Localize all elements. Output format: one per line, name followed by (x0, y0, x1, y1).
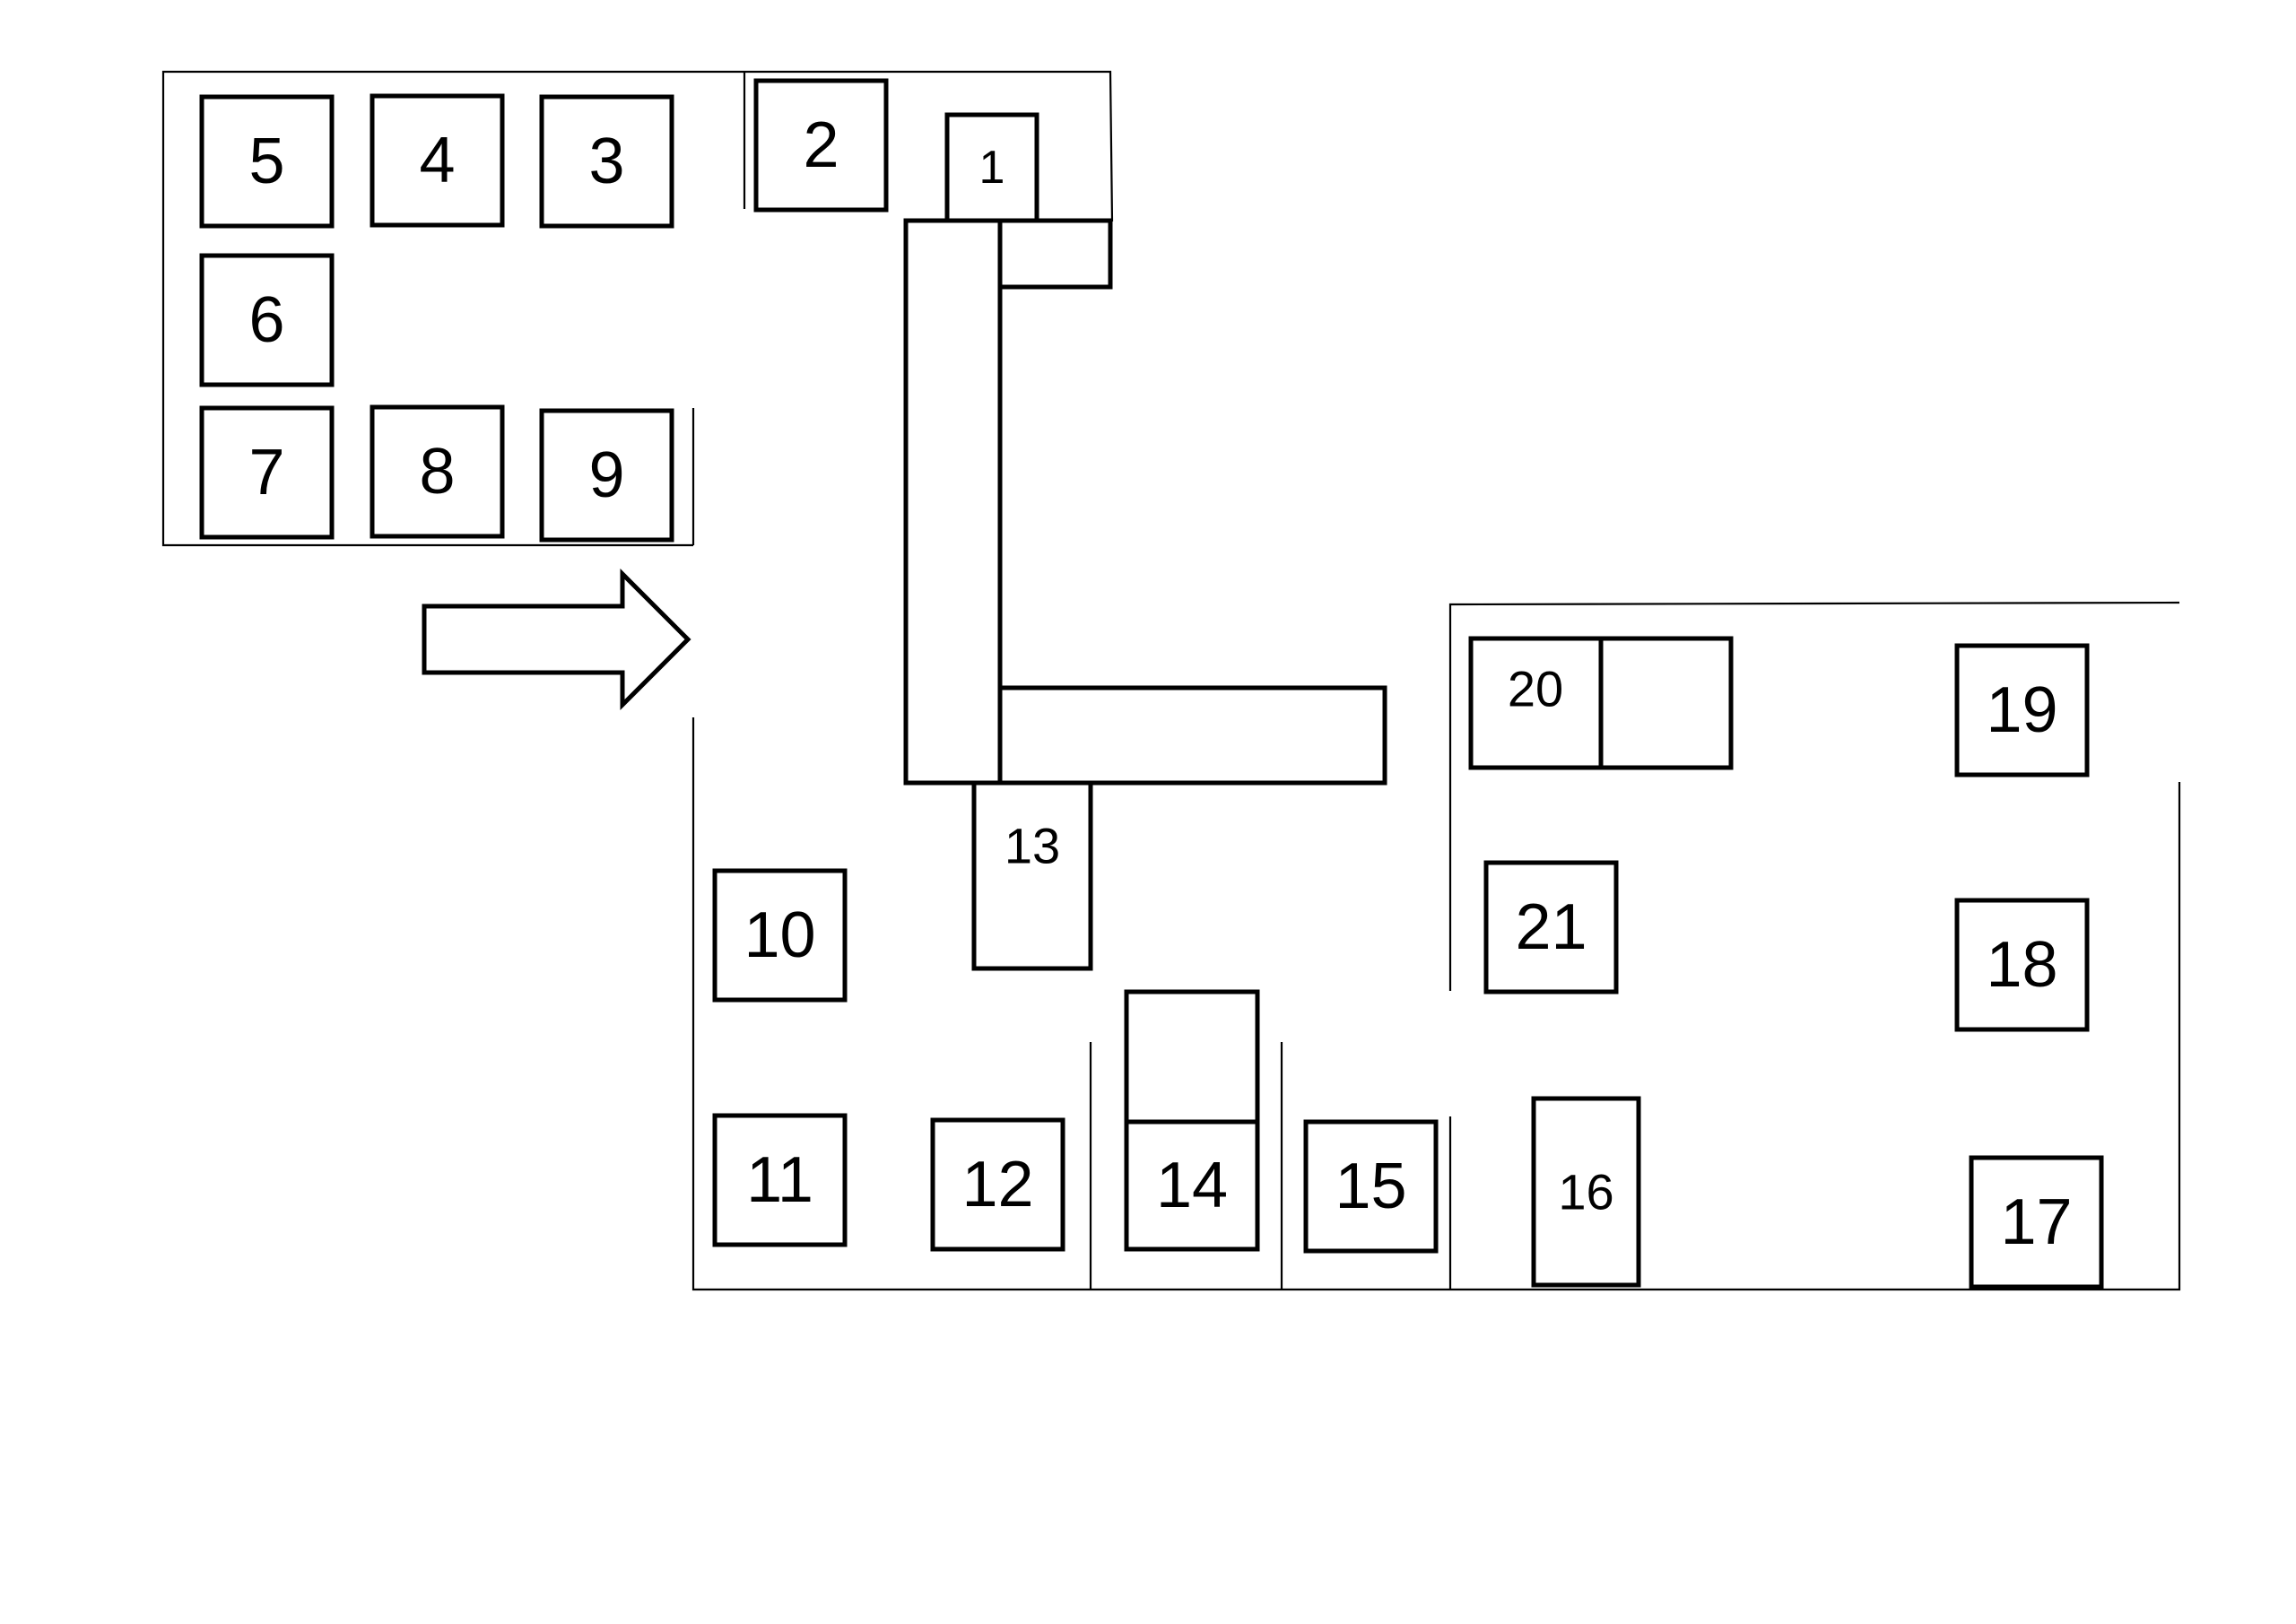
station-12-box (930, 1117, 1065, 1252)
station-5-label: 5 (248, 126, 284, 197)
station-17-label: 17 (2000, 1186, 2072, 1258)
vertical-conveyor (903, 218, 1003, 786)
station-13: 13 (971, 780, 1093, 971)
station-9: 9 (539, 408, 674, 543)
station-2-box (753, 78, 889, 213)
right-room-wall (1448, 601, 2180, 1290)
station-8-label: 8 (419, 436, 455, 508)
station-11-label: 11 (746, 1144, 813, 1216)
station-9-label: 9 (588, 439, 624, 511)
station-17-box (1969, 1155, 2104, 1290)
station-12: 12 (930, 1117, 1065, 1252)
station-14-label: 14 (1156, 1150, 1228, 1221)
station-7: 7 (199, 405, 335, 540)
station-18: 18 (1954, 898, 2090, 1032)
station-1-label: 1 (979, 142, 1005, 194)
station-17: 17 (1969, 1155, 2104, 1290)
station-10-box (712, 868, 848, 1003)
station-8-box (370, 404, 505, 539)
station-16-box (1531, 1096, 1641, 1288)
station-15-label: 15 (1335, 1151, 1406, 1222)
station-16-label: 16 (1558, 1164, 1613, 1220)
station-14-box (1124, 1119, 1260, 1252)
station-3-box (539, 94, 674, 229)
station-1-box (944, 112, 1039, 223)
lower-room-wall (691, 717, 2181, 1291)
station-20-label: 20 (1508, 661, 1563, 717)
station-19-label: 19 (1986, 674, 2057, 746)
station-16: 16 (1531, 1096, 1641, 1288)
station-11-box (712, 1113, 848, 1247)
station-15: 15 (1303, 1119, 1439, 1254)
station-3: 3 (539, 94, 674, 229)
station-1: 1 (944, 112, 1039, 223)
station-13-box (971, 780, 1093, 971)
station-7-box (199, 405, 335, 540)
top-left-room-wall (161, 70, 744, 547)
arrow-right-icon (422, 568, 691, 711)
top-conveyor-extension (997, 218, 1113, 290)
station-19-box (1954, 643, 2090, 777)
station-4: 4 (370, 93, 505, 228)
station-18-label: 18 (1986, 929, 2057, 1001)
station-6-box (199, 253, 335, 387)
station-4-label: 4 (419, 125, 455, 196)
station-21-label: 21 (1515, 891, 1587, 963)
station-15-box (1303, 1119, 1439, 1254)
station-20-box (1468, 636, 1604, 770)
station-2-label: 2 (803, 109, 839, 181)
station-6-label: 6 (248, 284, 284, 356)
station-21-box (1483, 860, 1619, 994)
station-3-label: 3 (588, 126, 624, 197)
station-5-box (199, 94, 335, 229)
station-19: 19 (1954, 643, 2090, 777)
station-8: 8 (370, 404, 505, 539)
station-4-box (370, 93, 505, 228)
station-7-label: 7 (248, 437, 284, 508)
station-20-annex (1598, 636, 1734, 770)
station-10: 10 (712, 868, 848, 1003)
station-10-label: 10 (744, 899, 815, 971)
station-12-label: 12 (961, 1149, 1033, 1220)
station-18-box (1954, 898, 2090, 1032)
station-6: 6 (199, 253, 335, 387)
station-9-box (539, 408, 674, 543)
station-20: 20 (1468, 636, 1604, 770)
station-5: 5 (199, 94, 335, 229)
station-2: 2 (753, 78, 889, 213)
room-walls (161, 70, 2181, 1291)
station-11: 11 (712, 1113, 848, 1247)
station-14: 14 (1124, 1119, 1260, 1252)
station-13-label: 13 (1004, 818, 1060, 874)
station-14-annex (1124, 989, 1260, 1125)
top-right-room-wall (744, 70, 1114, 222)
horizontal-conveyor (997, 685, 1387, 786)
station-21: 21 (1483, 860, 1619, 994)
conveyor-structure (903, 218, 1387, 786)
